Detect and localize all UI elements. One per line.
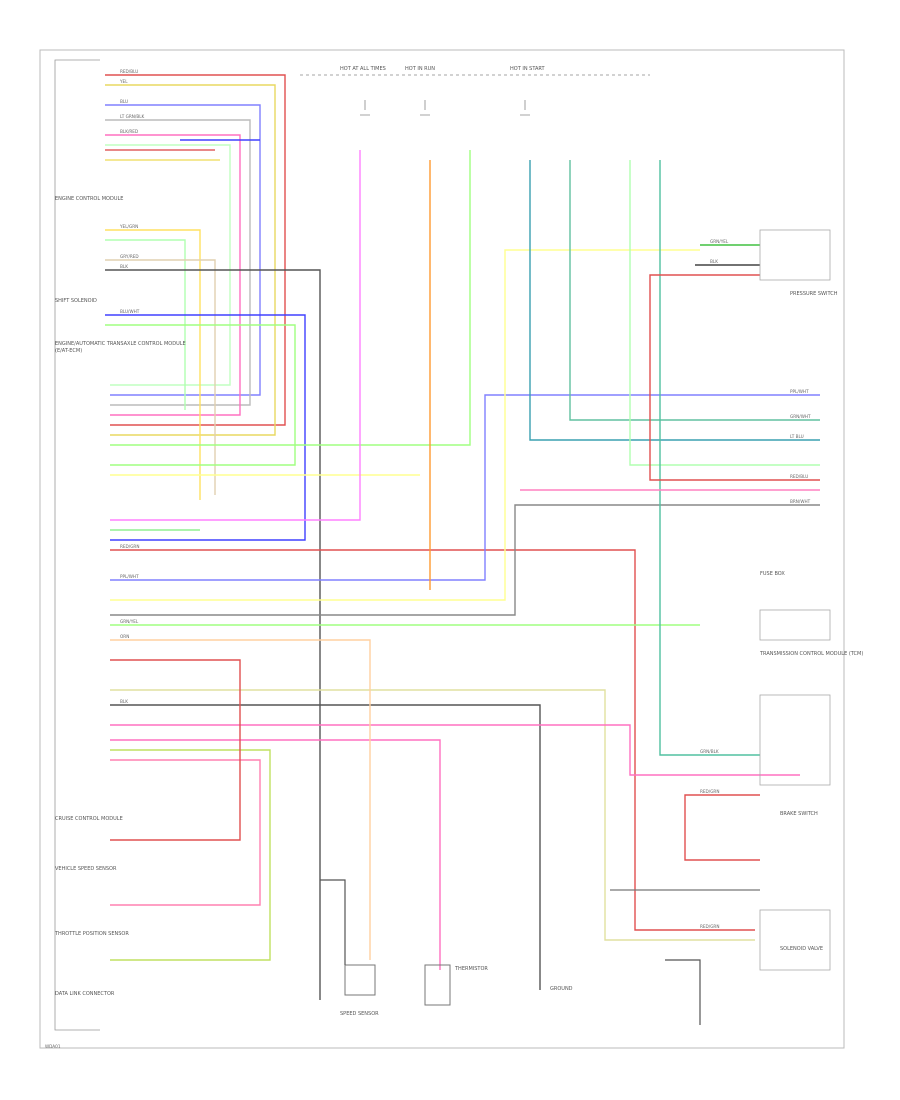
label-tps: THROTTLE POSITION SENSOR: [54, 931, 129, 937]
wire-label: YEL: [119, 79, 128, 84]
label-pressure-switch: PRESSURE SWITCH: [790, 291, 838, 297]
brake-loop: [684, 794, 760, 861]
wire-label: BRN/WHT: [790, 499, 811, 504]
thermistor-box: [424, 964, 451, 1006]
label-hot-at-all: HOT AT ALL TIMES: [340, 66, 386, 72]
label-cruise: CRUISE CONTROL MODULE: [55, 816, 123, 822]
wire-label: BLK: [120, 699, 128, 704]
page-id: WDA01: [45, 1044, 61, 1049]
label-ground: GROUND: [550, 986, 573, 992]
pressure-switch-box: [759, 229, 831, 281]
wire-label: GRY/RED: [120, 254, 139, 259]
label-solenoid-valve: SOLENOID VALVE: [780, 946, 823, 952]
sensor-wire: [320, 879, 346, 965]
fuse-feeds: [429, 160, 820, 756]
solenoid-box: [759, 909, 831, 971]
fuses: [300, 74, 650, 116]
wire-label: PPL/WHT: [120, 574, 139, 579]
brake-switch-box: [759, 694, 831, 786]
module-bracket: [54, 59, 100, 1031]
label-hot-in-start: HOT IN START: [510, 66, 546, 72]
label-speed-sensor: SPEED SENSOR: [340, 1011, 379, 1017]
label-vss: VEHICLE SPEED SENSOR: [55, 866, 117, 872]
label-fuse-box: FUSE BOX: [760, 571, 785, 577]
wire-label: BLK: [710, 259, 718, 264]
label-shift-solenoid: SHIFT SOLENOID: [55, 298, 97, 304]
label-brake-switch: BRAKE SWITCH: [780, 811, 818, 817]
label-dlc: DATA LINK CONNECTOR: [55, 991, 115, 997]
wire-bundle-right: [110, 249, 820, 990]
wire-label: PPL/WHT: [790, 389, 809, 394]
wire-label: RED/BLU: [790, 474, 808, 479]
wire-label: GRN/YEL: [710, 239, 729, 244]
label-hot-in-run: HOT IN RUN: [405, 66, 435, 72]
ground-wire-2: [665, 959, 701, 1025]
wire-label: BLU: [120, 99, 128, 104]
diagram-frame: [39, 49, 845, 1049]
wire-label: GRN/WHT: [790, 414, 811, 419]
wire-label: LT BLU: [790, 434, 804, 439]
wire-label: LT GRN/BLK: [120, 114, 145, 119]
wire-bundle-top: [105, 74, 286, 436]
wire-label: RED/GRN: [700, 924, 719, 929]
label-tcm: TRANSMISSION CONTROL MODULE (TCM): [759, 651, 863, 657]
wire-label: GRN/BLK: [700, 749, 719, 754]
tcm-box: [759, 609, 831, 641]
wire-label: GRN/YEL: [120, 619, 139, 624]
wire-label: RED/GRN: [700, 789, 719, 794]
label-ecm-b2: (E/AT-ECM): [55, 348, 82, 354]
sensor-box: [344, 964, 376, 996]
wire-label: BLK: [120, 264, 128, 269]
label-ecm-b: ENGINE/AUTOMATIC TRANSAXLE CONTROL MODUL…: [55, 341, 186, 347]
label-ecm: ENGINE CONTROL MODULE: [55, 196, 123, 202]
wire-label: BLK/RED: [120, 129, 138, 134]
wire-label: YEL/GRN: [119, 224, 138, 229]
wire-label: ORN: [120, 634, 129, 639]
label-thermistor: THERMISTOR: [454, 966, 488, 972]
wire-bundle-mid: [105, 150, 471, 1000]
wire-label: BLU/WHT: [120, 309, 140, 314]
wire-label: RED/GRN: [120, 544, 139, 549]
wire-label: RED/BLU: [120, 69, 138, 74]
